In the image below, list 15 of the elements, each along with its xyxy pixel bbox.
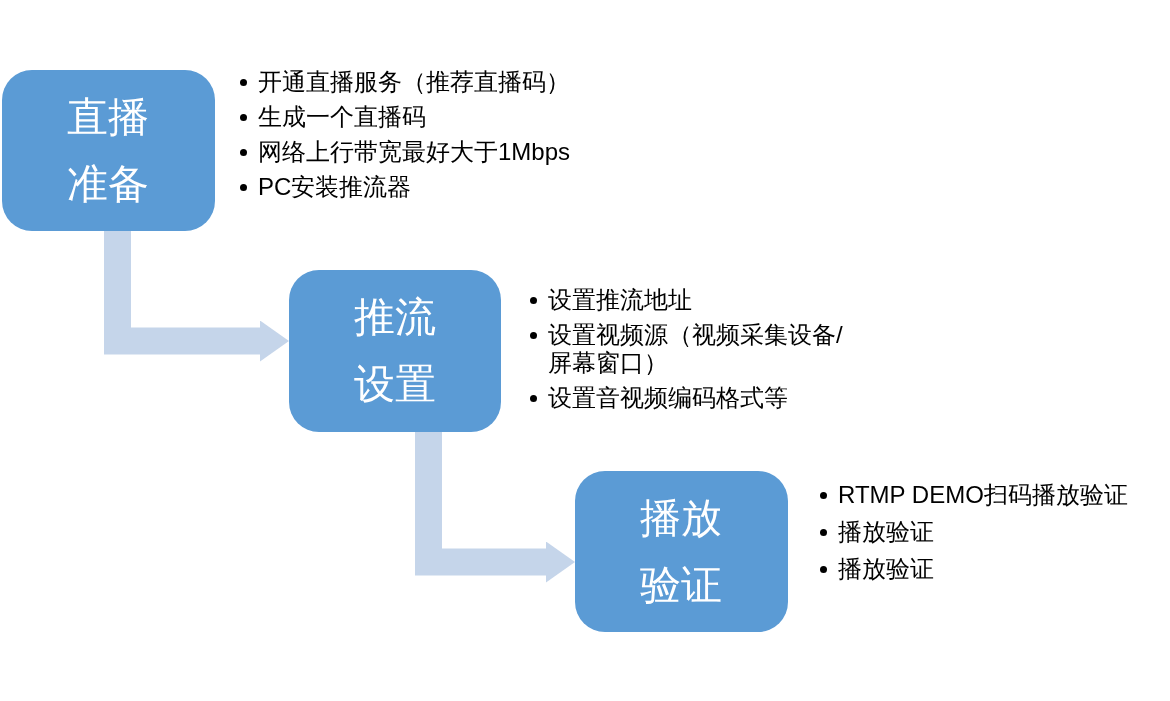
bullet-text: 设置推流地址 (548, 286, 693, 314)
arrow (104, 231, 289, 362)
bullet-text: 设置视频源（视频采集设备/屏幕窗口） (548, 321, 844, 377)
bullet-text: 播放验证 (838, 555, 935, 583)
step-title: 直播准备 (66, 91, 151, 210)
bullet-text: 生成一个直播码 (258, 103, 427, 131)
arrow (415, 432, 575, 583)
bullet-text: 播放验证 (838, 518, 935, 546)
bullet-text: 设置音视频编码格式等 (548, 384, 789, 412)
bullet-text: 网络上行带宽最好大于1Mbps (258, 138, 572, 166)
bullet-text: 开通直播服务（推荐直播码） (258, 68, 571, 96)
bullet-text: RTMP DEMO扫码播放验证 (838, 481, 1129, 509)
bullet-text: PC安装推流器 (258, 173, 413, 201)
step-title: 播放验证 (639, 492, 724, 611)
step-title: 推流设置 (353, 292, 437, 410)
